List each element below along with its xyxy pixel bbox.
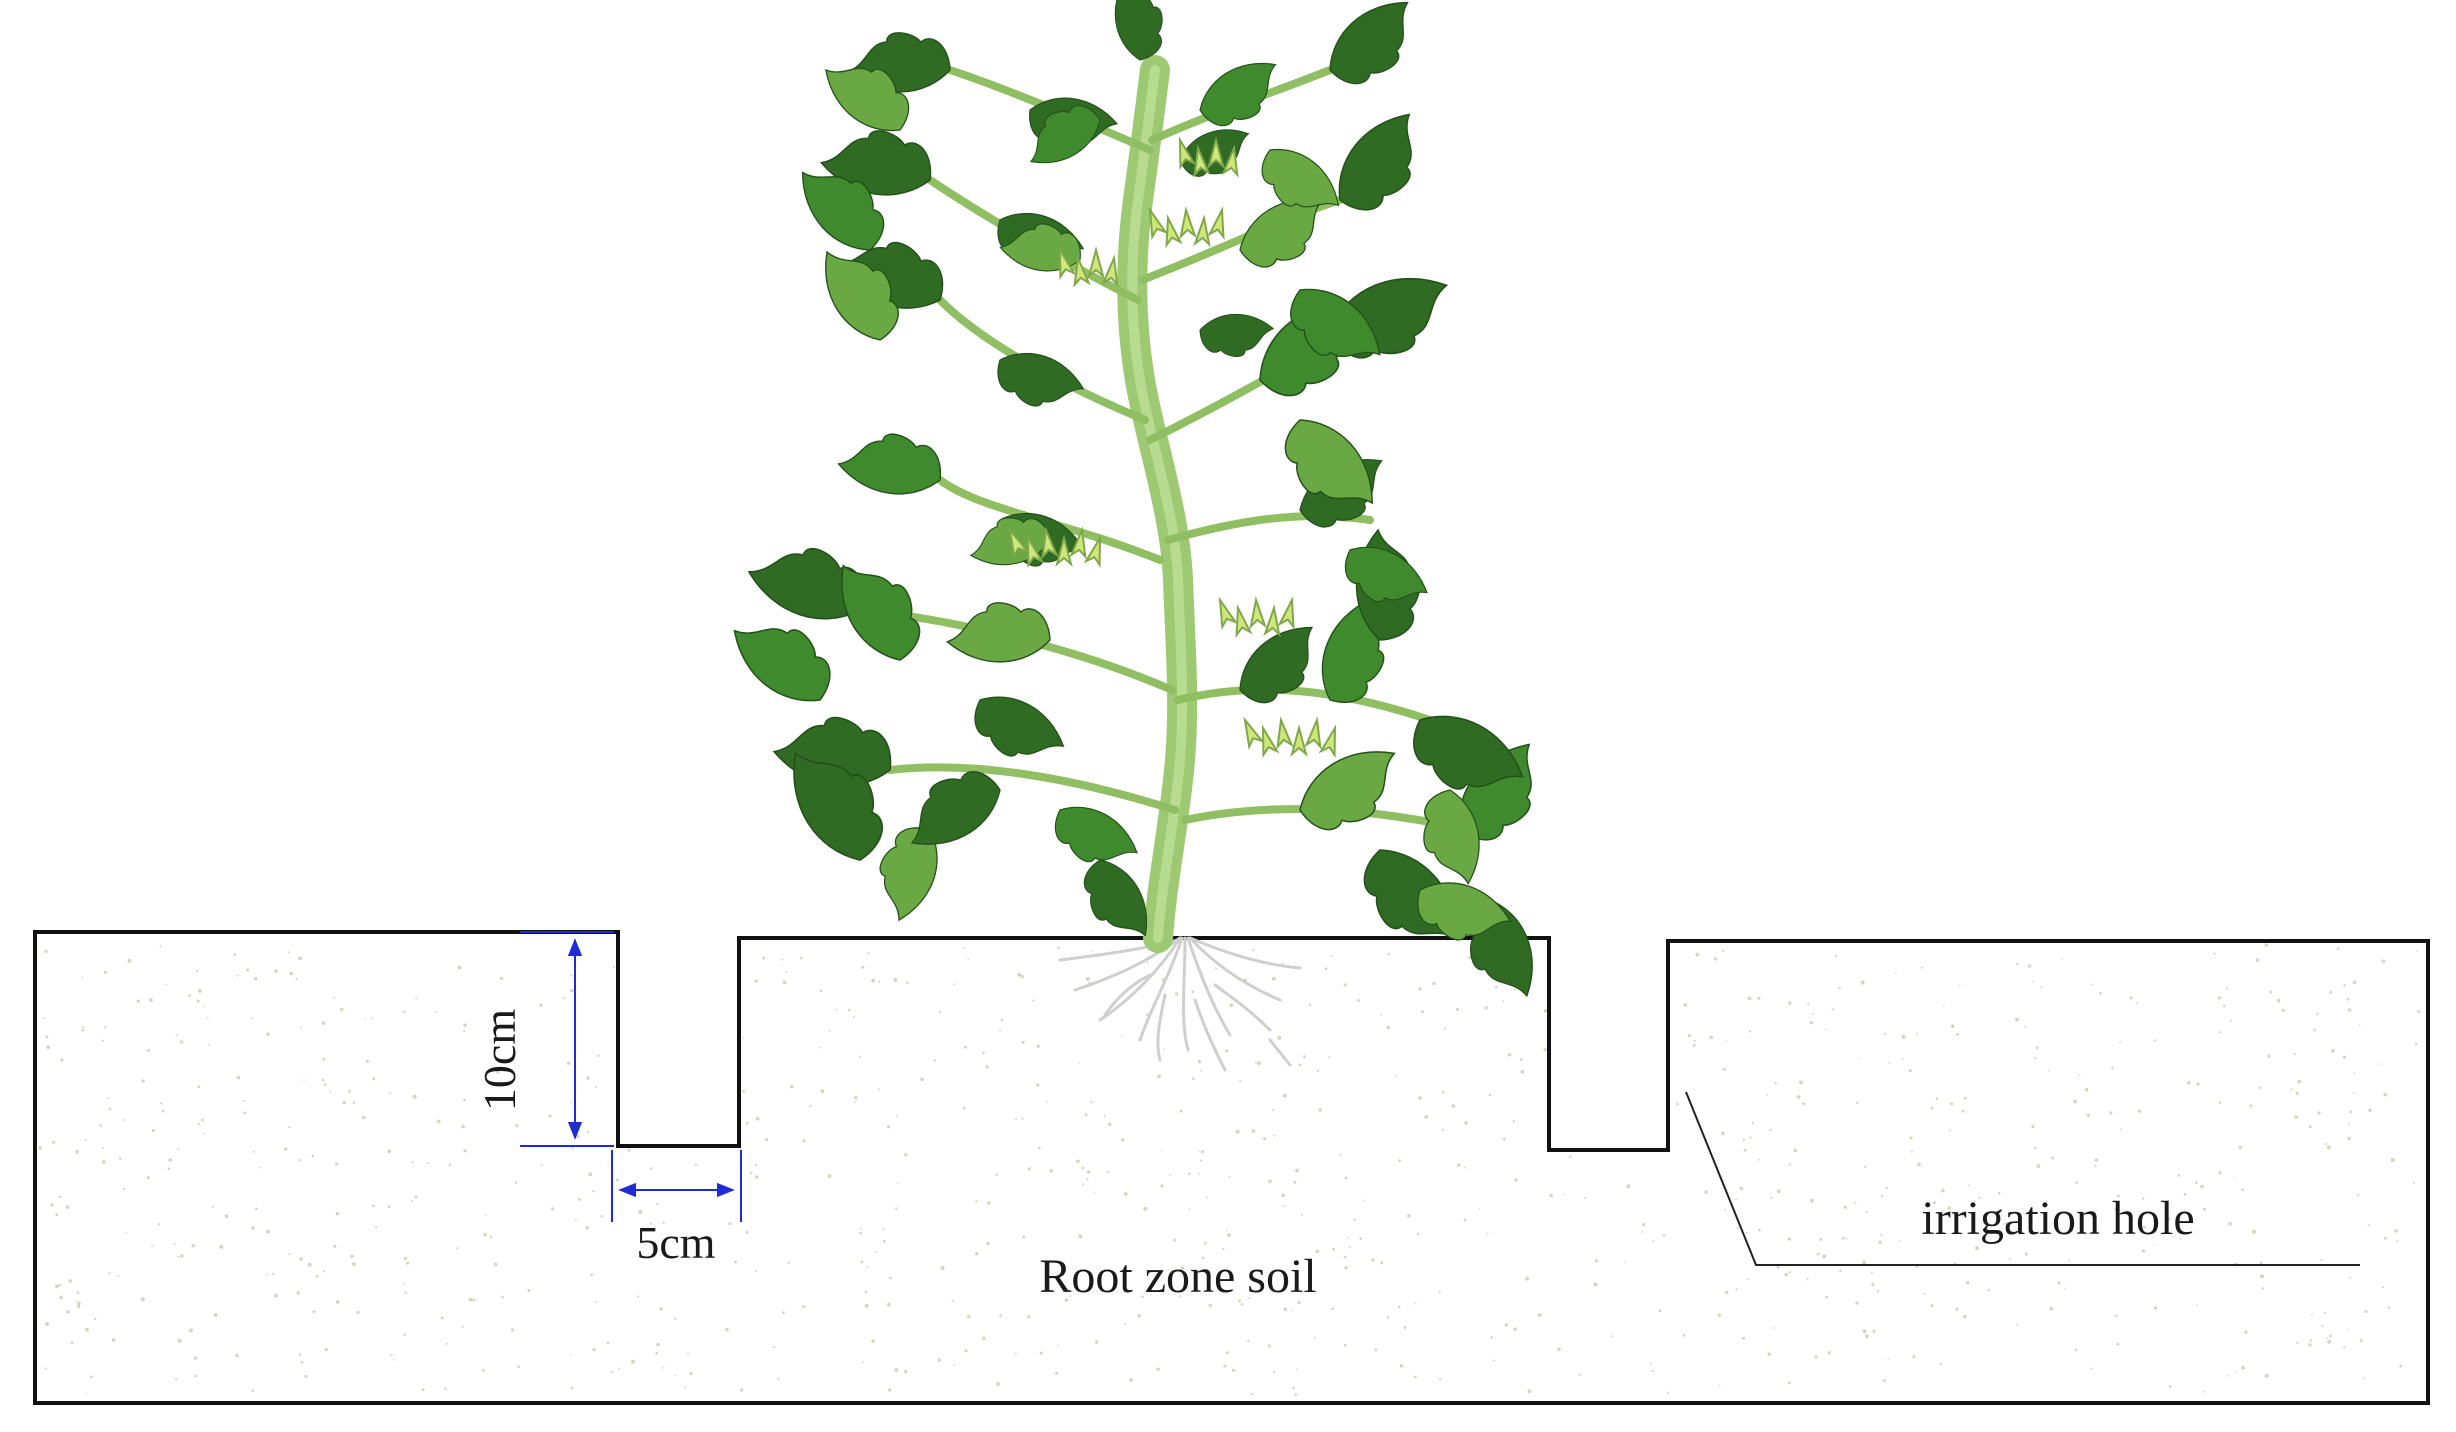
hole-label: irrigation hole	[1921, 1192, 2194, 1245]
flower-icon	[1291, 727, 1307, 755]
leaf-icon	[1313, 0, 1433, 96]
soil-label: Root zone soil	[1039, 1250, 1316, 1303]
roots-icon	[1058, 936, 1302, 1072]
leaf-icon	[833, 418, 951, 511]
leaf-icon	[962, 677, 1072, 781]
flower-icon	[1264, 606, 1282, 636]
soil-texture	[38, 943, 2421, 1396]
leaf-icon	[1196, 307, 1276, 363]
flower-icon	[1237, 716, 1263, 748]
flower-icon	[1273, 718, 1293, 748]
width-dimension-label: 5cm	[636, 1217, 715, 1268]
flower-icon	[1178, 208, 1196, 238]
hole-leader-line	[1685, 1091, 2360, 1266]
flower-icon	[1088, 249, 1104, 277]
flower-icon	[1208, 207, 1230, 238]
leaf-icon	[944, 594, 1056, 672]
tomato-plant-icon	[724, 0, 1563, 1005]
height-dimension	[520, 931, 614, 1147]
flower-icon	[1305, 718, 1325, 748]
leaf-icon	[1224, 617, 1335, 714]
flower-icon	[1248, 598, 1266, 628]
flower-icon	[1194, 216, 1212, 246]
height-dimension-label: 10cm	[474, 1009, 525, 1111]
leaf-icon	[1114, 0, 1163, 61]
width-dimension	[611, 1150, 742, 1222]
flower-icon	[1212, 596, 1237, 628]
soil-outline	[33, 930, 2430, 1405]
flower-icon	[1320, 725, 1343, 756]
flower-icon	[1278, 597, 1300, 628]
